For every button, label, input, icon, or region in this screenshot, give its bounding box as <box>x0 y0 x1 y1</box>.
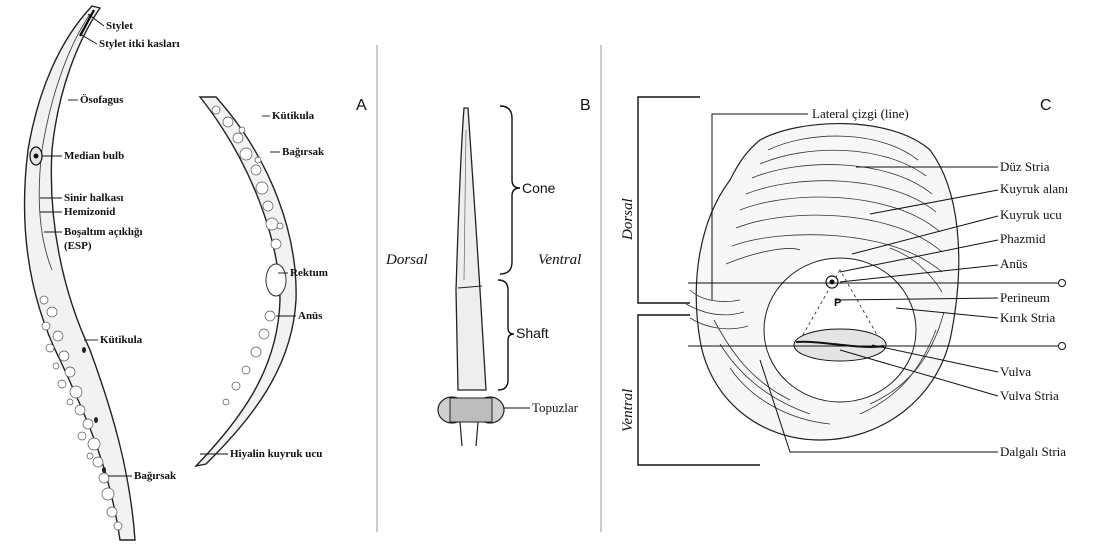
label-excretory-pore: Boşaltım açıklığı <box>64 226 143 238</box>
label-phasmid: Phazmid <box>1000 231 1046 246</box>
lateral-line-marker-bottom <box>1059 343 1066 350</box>
nematode-body-left <box>25 6 135 540</box>
label-ventral-c: Ventral <box>620 389 636 432</box>
label-esophagus: Ösofagus <box>80 93 124 106</box>
label-cuticle-right: Kütikula <box>272 110 315 122</box>
label-broken-striae: Kırık Stria <box>1000 310 1055 325</box>
perineal-pattern: P <box>686 124 959 440</box>
label-median-bulb: Median bulb <box>64 150 124 162</box>
stylet-drawing <box>438 108 504 446</box>
label-perineum: Perineum <box>1000 290 1050 305</box>
label-p-marker: P <box>834 297 841 309</box>
label-excretory-pore-abbr: (ESP) <box>64 240 92 252</box>
label-cone: Cone <box>522 180 556 196</box>
label-stylet-muscles: Stylet itki kasları <box>99 38 180 50</box>
label-hemizonid: Hemizonid <box>64 206 115 218</box>
label-hyaline-tail: Hiyalin kuyruk ucu <box>230 448 322 460</box>
label-anus-c: Anüs <box>1000 256 1027 271</box>
panel-c: Dorsal Ventral <box>620 97 1069 465</box>
label-stylet: Stylet <box>106 20 133 32</box>
label-dorsal-b: Dorsal <box>385 252 428 268</box>
label-intestine-left: Bağırsak <box>134 470 177 482</box>
lateral-line-marker-top <box>1059 280 1066 287</box>
label-tail-area: Kuyruk alanı <box>1000 181 1069 196</box>
bracket-dorsal <box>638 97 700 303</box>
brace-cone <box>500 106 520 274</box>
label-shaft: Shaft <box>516 325 549 341</box>
panel-a: Stylet Stylet itki kasları Ösofagus Medi… <box>25 6 367 540</box>
label-cuticle-left: Kütikula <box>100 334 143 346</box>
label-tail-tip: Kuyruk ucu <box>1000 207 1062 222</box>
label-ventral-b: Ventral <box>538 252 581 268</box>
brace-shaft <box>498 280 514 390</box>
label-vulva: Vulva <box>1000 364 1031 379</box>
panel-letter-c: C <box>1040 97 1052 114</box>
panel-b: Cone Shaft Topuzlar Dorsal Ventral B <box>385 97 591 446</box>
label-smooth-striae: Düz Stria <box>1000 159 1050 174</box>
label-knobs: Topuzlar <box>532 400 579 415</box>
label-lateral-line: Lateral çizgi (line) <box>812 106 909 121</box>
panel-letter-b: B <box>580 97 591 114</box>
label-dorsal-c: Dorsal <box>620 198 636 241</box>
label-anus-a: Anüs <box>298 310 323 322</box>
label-rectum: Rektum <box>290 267 328 279</box>
panel-letter-a: A <box>356 97 367 114</box>
label-intestine-right: Bağırsak <box>282 146 325 158</box>
label-wavy-striae: Dalgalı Stria <box>1000 444 1066 459</box>
label-nerve-ring: Sinir halkası <box>64 192 123 204</box>
label-vulva-striae: Vulva Stria <box>1000 388 1059 403</box>
